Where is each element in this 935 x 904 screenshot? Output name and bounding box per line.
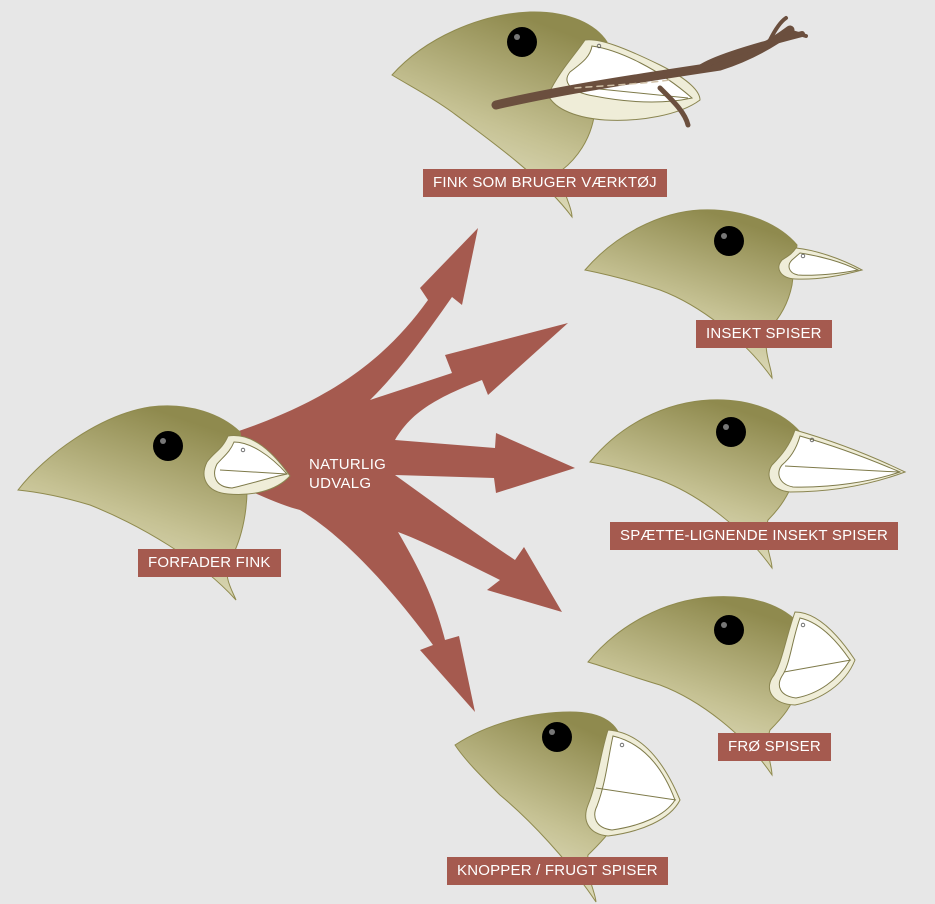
- fruit-eater-label: KNOPPER / FRUGT SPISER: [447, 857, 668, 885]
- woodpecker-like-label: SPÆTTE-LIGNENDE INSEKT SPISER: [610, 522, 898, 550]
- selection-arrows: [236, 228, 575, 712]
- insect-eater-finch-icon: [585, 210, 862, 378]
- arrow-body: [236, 228, 575, 712]
- process-label-line1: NATURLIG: [309, 455, 386, 474]
- process-label: NATURLIG UDVALG: [309, 455, 386, 493]
- ancestor-label: FORFADER FINK: [138, 549, 281, 577]
- seed-eater-label: FRØ SPISER: [718, 733, 831, 761]
- insect-eater-label: INSEKT SPISER: [696, 320, 832, 348]
- process-label-line2: UDVALG: [309, 474, 386, 493]
- tool-user-label: FINK SOM BRUGER VÆRKTØJ: [423, 169, 667, 197]
